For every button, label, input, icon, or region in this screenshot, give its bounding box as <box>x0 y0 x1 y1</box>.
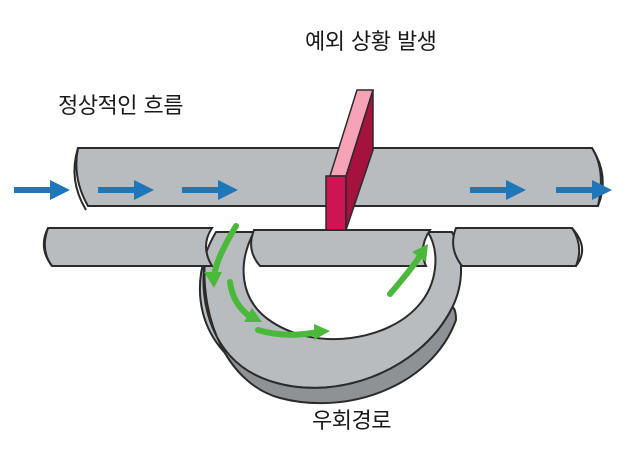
arrow-right-icon <box>470 180 526 200</box>
arrow-right-icon <box>182 180 238 200</box>
barrier-front <box>325 175 347 231</box>
main-pipe-right-rim <box>591 147 604 207</box>
detour-arrows <box>204 223 428 340</box>
detour-pipe-front <box>202 257 458 405</box>
normal-flow-label: 정상적인 흐름 <box>58 94 183 119</box>
curved-arrow-icon <box>227 279 262 322</box>
curved-arrow-icon <box>204 223 239 288</box>
main-pipe-left-rim <box>73 147 87 211</box>
curved-arrow-icon <box>387 244 428 297</box>
detour-label: 우회경로 <box>312 409 391 434</box>
main-pipe-front-left <box>42 227 214 267</box>
main-pipe-front-right-edge <box>571 227 583 267</box>
arrow-right-icon <box>556 180 612 200</box>
main-pipe-front-left-edge <box>43 227 53 267</box>
exception-barrier <box>325 89 375 231</box>
barrier-side <box>345 89 374 231</box>
main-pipe-front-middle <box>250 229 432 267</box>
exception-label: 예외 상황 발생 <box>305 30 437 55</box>
arrow-right-icon <box>98 180 154 200</box>
flow-arrows <box>14 180 612 200</box>
curved-arrow-icon <box>255 324 330 340</box>
main-pipe-front-right <box>452 227 581 267</box>
arrow-right-icon <box>14 180 70 200</box>
